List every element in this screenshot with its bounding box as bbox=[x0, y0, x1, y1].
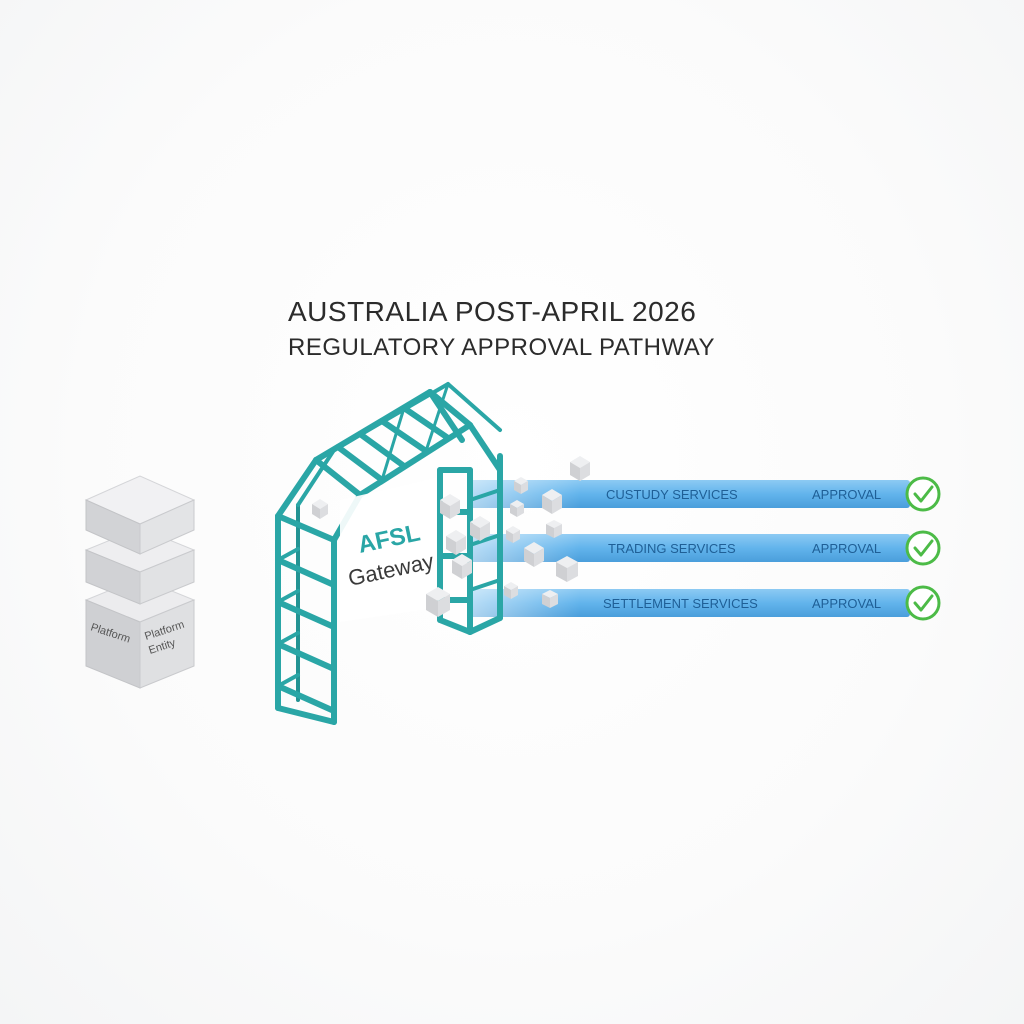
data-cube bbox=[446, 530, 466, 555]
service-lane-custody: CUSTUDY SERVICES APPROVAL bbox=[470, 476, 941, 512]
service-status: APPROVAL bbox=[812, 541, 881, 556]
data-cube bbox=[570, 456, 590, 481]
data-cube bbox=[440, 494, 460, 519]
service-name: CUSTUDY SERVICES bbox=[606, 487, 738, 502]
check-circle-icon bbox=[905, 476, 941, 512]
data-cube bbox=[556, 556, 578, 582]
platform-block-top bbox=[84, 475, 196, 555]
service-name: SETTLEMENT SERVICES bbox=[603, 596, 758, 611]
gateway-sign: AFSL Gateway bbox=[340, 478, 436, 622]
service-lanes: CUSTUDY SERVICES APPROVAL TRADING SERVIC… bbox=[470, 476, 941, 621]
data-cube bbox=[546, 520, 562, 538]
diagram-subtitle: REGULATORY APPROVAL PATHWAY bbox=[288, 334, 715, 361]
data-cube bbox=[506, 526, 520, 543]
data-cubes bbox=[312, 456, 590, 617]
service-status: APPROVAL bbox=[812, 487, 881, 502]
check-circle-icon bbox=[905, 530, 941, 566]
afsl-gateway-arch bbox=[275, 382, 503, 725]
service-lane-trading: TRADING SERVICES APPROVAL bbox=[470, 530, 941, 566]
data-cube bbox=[426, 587, 450, 617]
service-name: TRADING SERVICES bbox=[608, 541, 736, 556]
data-cube bbox=[452, 554, 472, 579]
service-status: APPROVAL bbox=[812, 596, 881, 611]
data-cube bbox=[470, 516, 490, 541]
service-lane-settlement: SETTLEMENT SERVICES APPROVAL bbox=[470, 585, 941, 621]
data-cube bbox=[510, 500, 524, 517]
data-cube bbox=[542, 590, 558, 608]
data-cube bbox=[514, 477, 528, 494]
data-cube bbox=[504, 582, 518, 599]
data-cube bbox=[542, 489, 562, 514]
diagram-title: AUSTRALIA POST-APRIL 2026 bbox=[288, 296, 697, 327]
data-cube bbox=[524, 542, 544, 567]
check-circle-icon bbox=[905, 585, 941, 621]
platform-stack: Platform Platform Entity bbox=[84, 475, 196, 689]
data-cube bbox=[312, 499, 328, 519]
